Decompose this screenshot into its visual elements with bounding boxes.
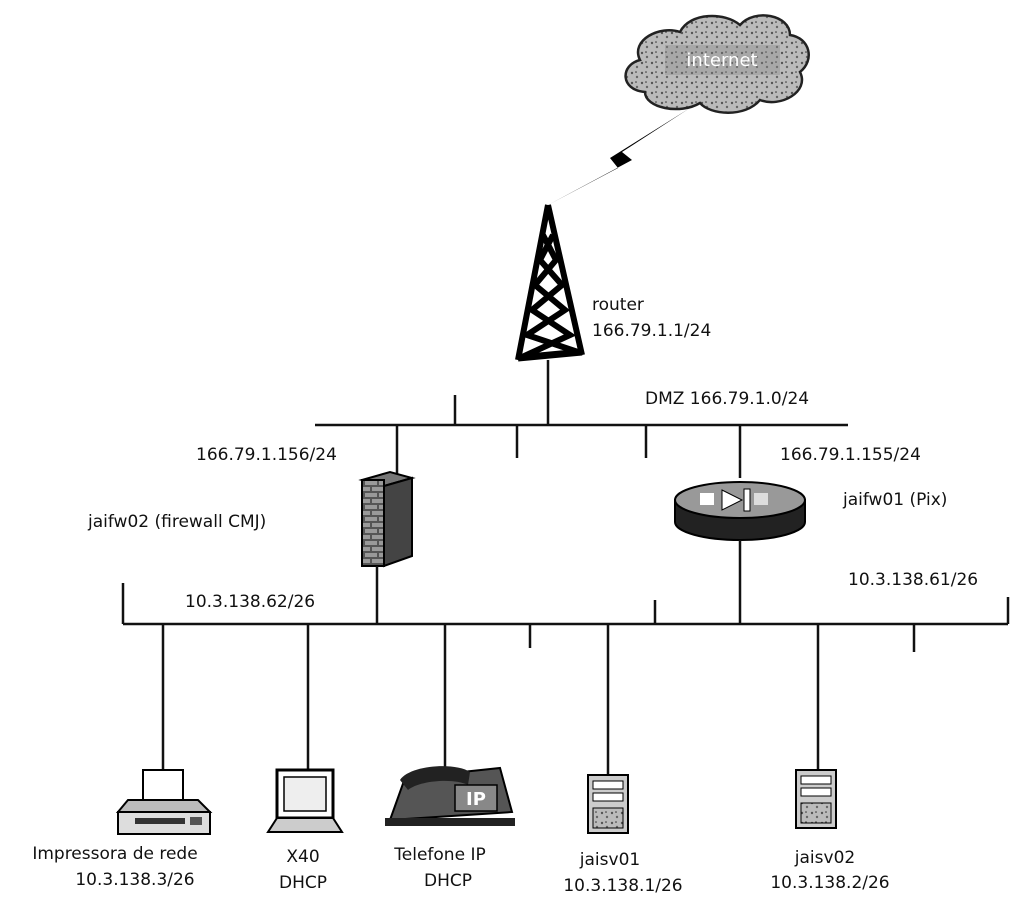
lan-segment	[121, 540, 1010, 805]
printer-icon	[115, 769, 213, 835]
jaisv01-name: jaisv01	[579, 850, 640, 870]
x40-name: X40	[286, 847, 319, 867]
router-name: router	[592, 295, 644, 315]
printer-ip: 10.3.138.3/26	[75, 870, 194, 890]
router-ip: 166.79.1.1/24	[592, 321, 711, 341]
firewall-cmj-outside-ip: 166.79.1.156/24	[196, 445, 337, 465]
laptop-icon	[266, 768, 344, 833]
server-jaisv02-icon	[795, 769, 837, 829]
router-tower-icon	[515, 204, 585, 362]
pix-name: jaifw01 (Pix)	[842, 490, 947, 510]
jaisv01-ip: 10.3.138.1/26	[563, 876, 682, 896]
jaisv02-name: jaisv02	[794, 848, 855, 868]
firewall-cmj-name: jaifw02 (firewall CMJ)	[87, 512, 266, 532]
printer-name: Impressora de rede	[32, 844, 197, 864]
ip-phone-icon: IP	[385, 766, 515, 826]
phone-name: Telefone IP	[393, 845, 485, 865]
phone-ip: DHCP	[424, 871, 472, 891]
internet-cloud: internet	[624, 14, 810, 114]
dmz-label: DMZ 166.79.1.0/24	[645, 389, 809, 409]
server-jaisv01-icon	[587, 774, 629, 834]
firewall-cmj-inside-ip: 10.3.138.62/26	[185, 592, 315, 612]
jaisv02-ip: 10.3.138.2/26	[770, 873, 889, 893]
internet-label: internet	[686, 50, 757, 71]
pix-inside-ip: 10.3.138.61/26	[848, 570, 978, 590]
ip-phone-badge: IP	[466, 789, 486, 810]
dmz-segment	[315, 360, 848, 478]
x40-ip: DHCP	[279, 873, 327, 893]
wan-link-bolt	[548, 108, 690, 205]
pix-firewall-icon	[674, 481, 806, 541]
pix-outside-ip: 166.79.1.155/24	[780, 445, 921, 465]
brick-wall-firewall-icon	[358, 470, 416, 568]
